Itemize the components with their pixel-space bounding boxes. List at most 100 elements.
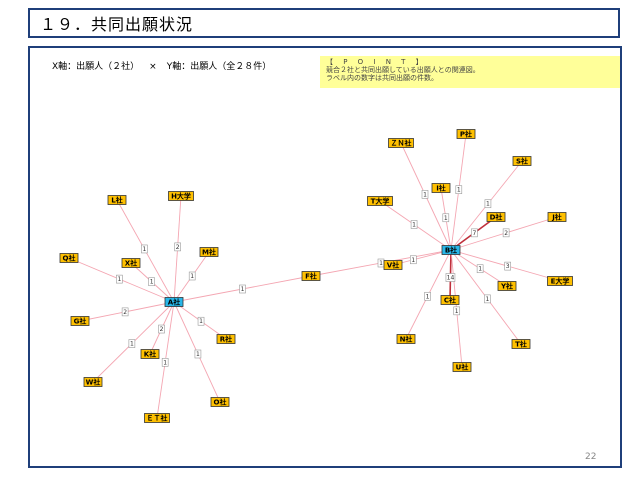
- edge-count-label: 1: [484, 294, 491, 304]
- node-et: ＥＴ社: [144, 413, 170, 423]
- node-label: B社: [445, 246, 457, 255]
- node-g: G社: [70, 316, 90, 326]
- edge-count-text: 3: [506, 263, 510, 270]
- edge-count-text: 1: [455, 308, 459, 315]
- node-m: M社: [199, 247, 219, 257]
- edge-count-text: 1: [163, 359, 167, 366]
- edge-count-label: 1: [128, 339, 136, 348]
- axis-y-label: Y軸：出願人（全２８件）: [166, 62, 272, 72]
- node-v: V社: [383, 260, 403, 270]
- node-t: T大学: [367, 196, 393, 206]
- node-q: Q社: [59, 253, 79, 263]
- node-label: V社: [387, 261, 399, 270]
- edge-count-text: 14: [447, 275, 455, 282]
- node-label: H大学: [171, 192, 191, 201]
- edge-count-label: 1: [409, 255, 417, 265]
- edge-count-label: 14: [445, 273, 456, 282]
- node-k: K社: [140, 349, 160, 359]
- edge-count-label: 1: [424, 291, 431, 301]
- edge-B-V: [392, 249, 452, 266]
- edge-count-text: 1: [444, 215, 448, 222]
- node-label: T大学: [371, 197, 390, 206]
- node-label: J社: [551, 213, 562, 222]
- edge-count-text: 1: [411, 257, 415, 264]
- point-box: 【 P O I N T 】 競合２社と共同出願している出願人との関連図。 ラベル…: [320, 56, 620, 88]
- edge-count-label: 1: [377, 258, 385, 268]
- edge-count-text: 2: [504, 230, 508, 237]
- edge-count-label: 1: [141, 244, 148, 254]
- node-u: U社: [452, 362, 472, 372]
- edge-count-label: 3: [504, 261, 511, 271]
- edge-count-text: 1: [485, 296, 489, 303]
- edge-count-text: 1: [142, 246, 146, 253]
- node-r: R社: [216, 334, 236, 344]
- axis-description: X軸：出願人（２社） × Y軸：出願人（全２８件）: [52, 59, 271, 72]
- edge-count-label: 2: [158, 324, 165, 334]
- node-label: X社: [125, 259, 137, 268]
- edge-count-text: 7: [472, 230, 476, 237]
- node-i: I社: [431, 183, 451, 193]
- node-label: ＺＮ社: [391, 139, 412, 148]
- edge-count-label: 1: [410, 220, 418, 229]
- node-label: R社: [220, 335, 232, 344]
- edge-count-text: 2: [123, 309, 127, 316]
- node-h: H大学: [168, 191, 194, 201]
- edge-count-label: 1: [484, 199, 492, 209]
- edge-count-text: 2: [160, 326, 164, 333]
- edge-count-text: 1: [199, 318, 203, 325]
- edge-count-text: 1: [190, 273, 194, 280]
- node-label: T社: [515, 340, 527, 349]
- node-y: Y社: [497, 281, 517, 291]
- node-label: Y社: [500, 282, 513, 291]
- edge-count-text: 1: [130, 341, 134, 348]
- edge-count-label: 1: [455, 185, 463, 194]
- edge-count-text: 1: [486, 201, 490, 208]
- edge-count-label: 1: [188, 271, 196, 281]
- node-zn: ＺＮ社: [388, 138, 414, 148]
- node-d: D社: [486, 212, 506, 222]
- node-e: E大学: [547, 276, 573, 286]
- edge-count-text: 1: [117, 276, 121, 283]
- edge-count-text: 1: [426, 293, 430, 300]
- edge-count-text: 1: [412, 222, 416, 229]
- axis-x-label: X軸：出願人（２社）: [52, 62, 140, 72]
- node-label: D社: [490, 213, 503, 222]
- node-f: F社: [301, 271, 321, 281]
- node-label: Q社: [63, 254, 76, 263]
- axis-separator: ×: [149, 62, 157, 72]
- node-l: L社: [107, 195, 127, 205]
- edge-count-text: 1: [423, 191, 427, 198]
- node-label: F社: [305, 272, 317, 281]
- edge-count-label: 1: [194, 349, 202, 359]
- node-label: A社: [168, 298, 180, 307]
- edge-count-text: 1: [457, 187, 461, 194]
- edge-count-text: 1: [379, 260, 383, 267]
- edge-count-label: 7: [471, 228, 478, 238]
- node-label: U社: [456, 363, 469, 372]
- edge-count-label: 1: [239, 284, 246, 294]
- edge-count-text: 1: [150, 279, 154, 286]
- edge-count-label: 1: [453, 306, 461, 316]
- node-n: N社: [396, 334, 416, 344]
- node-label: M社: [202, 248, 216, 257]
- node-w: W社: [83, 377, 103, 387]
- node-j: J社: [547, 212, 567, 222]
- node-label: ＥＴ社: [147, 414, 168, 423]
- edge-count-text: 1: [196, 351, 200, 358]
- node-label: C社: [444, 296, 456, 305]
- edge-count-label: 1: [116, 274, 123, 284]
- point-line-1: 競合２社と共同出願している出願人との関連図。: [326, 66, 480, 74]
- node-label: O社: [214, 398, 227, 407]
- edge-count-text: 2: [176, 244, 180, 251]
- edge-count-label: 2: [121, 307, 129, 317]
- edge-count-label: 1: [442, 213, 450, 223]
- node-x: X社: [121, 258, 141, 268]
- node-label: L社: [111, 196, 122, 205]
- page-title-text: １９．共同出願状況: [40, 15, 194, 34]
- hub-node-a: A社: [164, 297, 184, 307]
- edge-count-label: 1: [161, 358, 169, 367]
- edge-count-label: 1: [148, 277, 155, 287]
